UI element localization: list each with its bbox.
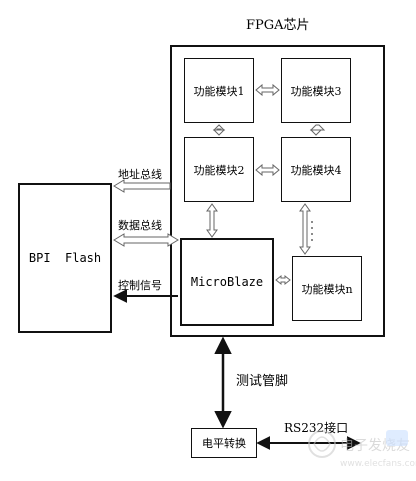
- bpi-flash-label: BPI Flash: [28, 251, 102, 265]
- level-shift-block: 电平转换: [191, 428, 257, 458]
- data-bus-arrow: [113, 233, 179, 247]
- svg-text:www.elecfans.com: www.elecfans.com: [340, 459, 416, 469]
- function-module-2-label: 功能模块2: [193, 163, 245, 177]
- function-module-n-label: 功能模块n: [301, 282, 353, 296]
- arrow-microblaze-module-n: [275, 274, 291, 286]
- arrow-module1-module3: [255, 83, 280, 97]
- rs232-label: RS232接口: [284, 421, 349, 435]
- level-shift-label: 电平转换: [202, 437, 246, 450]
- arrow-module2-microblaze: [206, 203, 218, 238]
- function-module-2: 功能模块2: [184, 137, 254, 202]
- arrow-module2-module4: [255, 163, 280, 177]
- function-module-4-label: 功能模块4: [290, 163, 342, 177]
- fpga-title: FPGA芯片: [246, 18, 310, 33]
- function-module-1: 功能模块1: [184, 58, 254, 123]
- elecfans-watermark-logo: 电子发烧友 www.elecfans.com: [308, 430, 416, 469]
- arrow-module3-module4: [309, 124, 326, 136]
- arrow-module4-module-n: [299, 203, 311, 255]
- function-module-3-label: 功能模块3: [290, 84, 342, 98]
- test-pin-label: 测试管脚: [236, 374, 289, 389]
- address-bus-label: 地址总线: [118, 168, 162, 181]
- bpi-flash-block: BPI Flash: [18, 183, 112, 333]
- arrow-module1-module2: [212, 124, 226, 136]
- address-bus-arrow: [113, 179, 171, 193]
- module4-module-n-dots: [311, 221, 313, 241]
- microblaze-label: MicroBlaze: [190, 275, 264, 289]
- microblaze-block: MicroBlaze: [180, 238, 274, 326]
- data-bus-label: 数据总线: [118, 219, 162, 232]
- function-module-n: 功能模块n: [292, 256, 362, 321]
- control-signal-label: 控制信号: [118, 279, 162, 292]
- function-module-1-label: 功能模块1: [193, 84, 245, 98]
- function-module-3: 功能模块3: [281, 58, 351, 123]
- svg-text:电子发烧友: 电子发烧友: [340, 438, 410, 454]
- function-module-4: 功能模块4: [281, 137, 351, 202]
